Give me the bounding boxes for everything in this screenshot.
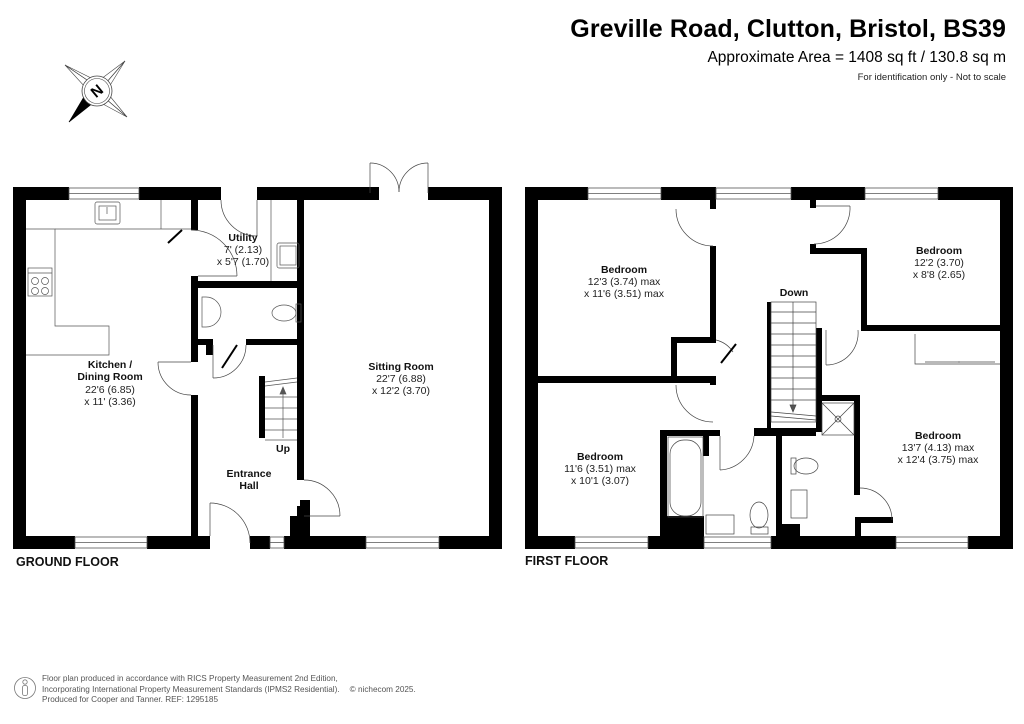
kitchen-dim-1: 22'6 (6.85)	[85, 384, 135, 396]
stairs-up-label: Up	[276, 443, 290, 455]
bedroom-4-dim-2: x 12'4 (3.75) max	[898, 454, 980, 466]
bedroom-4-dim-1: 13'7 (4.13) max	[902, 442, 975, 454]
bedroom-1-name: Bedroom	[601, 264, 647, 276]
footer-line-3: Produced for Cooper and Tanner. REF: 129…	[42, 695, 218, 704]
bedroom-4-name: Bedroom	[915, 430, 961, 442]
footer: Floor plan produced in accordance with R…	[14, 674, 416, 706]
footer-line-1: Floor plan produced in accordance with R…	[42, 674, 338, 683]
utility-room-name: Utility	[228, 232, 257, 244]
entrance-hall-name: Entrance	[227, 468, 272, 480]
bedroom-1-dim-2: x 11'6 (3.51) max	[584, 288, 665, 300]
bedroom-3-dim-2: x 10'1 (3.07)	[571, 475, 629, 487]
bedroom-2-name: Bedroom	[916, 245, 962, 257]
kitchen-dim-2: x 11' (3.36)	[84, 396, 135, 408]
copyright: © nichecom 2025.	[349, 684, 416, 694]
bedroom-2-dim-2: x 8'8 (2.65)	[913, 269, 965, 281]
stairs-down-label: Down	[780, 287, 809, 299]
bedroom-3-dim-1: 11'6 (3.51) max	[564, 463, 637, 475]
first-floor-label: FIRST FLOOR	[525, 554, 608, 568]
scale-disclaimer: For identification only - Not to scale	[857, 72, 1006, 83]
footer-line-2: Incorporating International Property Mea…	[42, 684, 416, 694]
kitchen-room-name-2: Dining Room	[77, 371, 142, 383]
entrance-hall-name-2: Hall	[239, 480, 258, 492]
north-compass-icon: N	[64, 60, 128, 123]
utility-dim-1: 7' (2.13)	[224, 244, 262, 256]
kitchen-room-name: Kitchen /	[88, 359, 132, 371]
utility-dim-2: x 5'7 (1.70)	[217, 256, 269, 268]
header: Greville Road, Clutton, Bristol, BS39 Ap…	[570, 14, 1006, 85]
bedroom-3-name: Bedroom	[577, 451, 623, 463]
ground-floor-plan: Kitchen / Dining Room 22'6 (6.85) x 11' …	[13, 162, 502, 569]
bedroom-1-dim-1: 12'3 (3.74) max	[588, 276, 661, 288]
bedroom-2-dim-1: 12'2 (3.70)	[914, 257, 964, 269]
approximate-area: Approximate Area = 1408 sq ft / 130.8 sq…	[707, 49, 1006, 66]
ipms-person-icon	[14, 677, 36, 699]
property-address-title: Greville Road, Clutton, Bristol, BS39	[570, 15, 1006, 43]
footer-text: Floor plan produced in accordance with R…	[42, 674, 416, 706]
sitting-room-name: Sitting Room	[368, 361, 433, 373]
ground-floor-label: GROUND FLOOR	[16, 555, 119, 569]
sitting-room-dim-1: 22'7 (6.88)	[376, 373, 426, 385]
first-floor-plan: Bedroom 12'3 (3.74) max x 11'6 (3.51) ma…	[525, 187, 1013, 568]
sitting-room-dim-2: x 12'2 (3.70)	[372, 385, 430, 397]
